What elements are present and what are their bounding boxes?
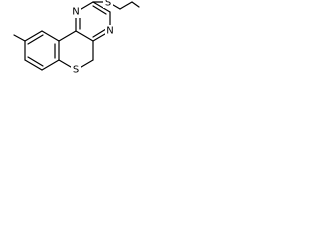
atom-sulfur-ring-label: S xyxy=(73,65,79,76)
bond-propyl-a xyxy=(119,1,133,10)
bond-pyran-b xyxy=(75,30,94,42)
bond-pyrimidine-c xyxy=(92,1,111,13)
bond-benzene-d xyxy=(41,59,60,71)
atom-nitrogen-lower-label: N xyxy=(106,26,113,37)
atom-sulfur-thioether: S xyxy=(103,0,113,9)
atom-sulfur-ring: S xyxy=(71,64,81,76)
bond-pyrimidine-e-inner xyxy=(92,28,107,38)
bond-benzene-e xyxy=(24,59,43,71)
atom-nitrogen-upper-bg xyxy=(71,6,81,18)
atom-nitrogen-lower-bg xyxy=(105,25,115,37)
bond-pyran-a xyxy=(58,30,77,42)
chemical-structure: N N S S xyxy=(13,0,140,76)
atom-sulfur-thioether-label: S xyxy=(105,0,111,9)
atom-nitrogen-lower: N xyxy=(105,25,115,37)
bond-benzene-b xyxy=(41,30,60,42)
bond-methyl xyxy=(13,34,26,42)
atom-sulfur-thioether-bg xyxy=(103,0,113,8)
atom-layer: N N S S xyxy=(71,0,115,76)
bond-benzene-e-inner xyxy=(27,56,44,67)
bond-benzene-a xyxy=(24,30,43,42)
atom-sulfur-ring-bg xyxy=(71,64,81,76)
atom-nitrogen-upper-label: N xyxy=(72,7,79,18)
atom-nitrogen-upper: N xyxy=(71,6,81,18)
bond-benzene-a-inner xyxy=(27,34,44,45)
bond-pyrimidine-c-inner xyxy=(92,5,107,15)
bond-propyl-b xyxy=(131,1,140,8)
